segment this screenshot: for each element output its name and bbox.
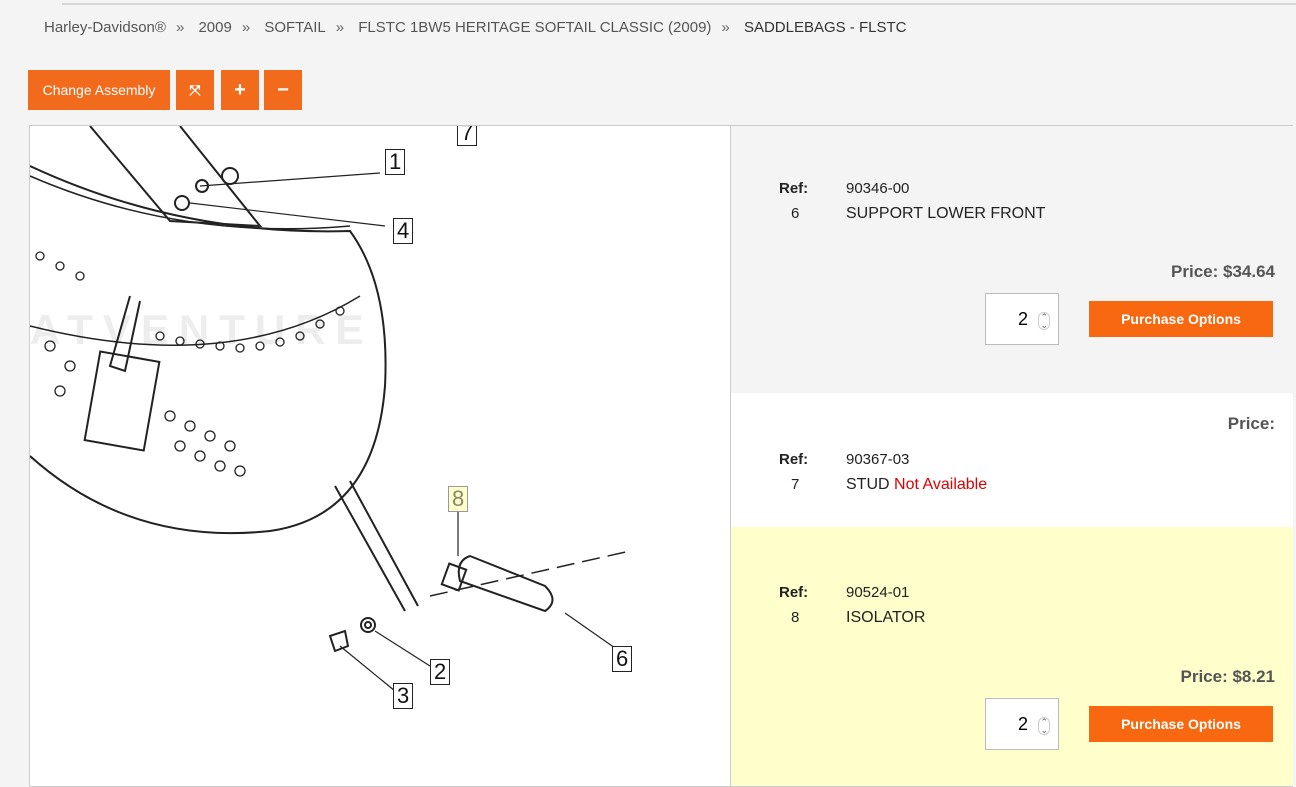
- callout-8[interactable]: 8: [448, 486, 469, 512]
- quantity-stepper[interactable]: 2 ⌃⌄: [985, 698, 1059, 750]
- availability-status: Not Available: [894, 476, 988, 493]
- purchase-options-button[interactable]: Purchase Options: [1089, 301, 1273, 337]
- breadcrumb-family[interactable]: SOFTAIL: [264, 19, 326, 36]
- breadcrumb-separator: »: [335, 19, 345, 36]
- quantity-value: 2: [1017, 713, 1028, 734]
- ref-number: 6: [791, 205, 800, 222]
- zoom-out-button[interactable]: −: [264, 70, 302, 110]
- part-description: ISOLATOR: [846, 609, 926, 626]
- purchase-options-button[interactable]: Purchase Options: [1089, 706, 1273, 742]
- saddlebag-illustration: [30, 126, 631, 692]
- part-description: STUD: [846, 476, 890, 493]
- breadcrumb-current: SADDLEBAGS - FLSTC: [743, 19, 907, 36]
- callout-3[interactable]: 3: [393, 683, 414, 709]
- part-number[interactable]: 90524-01: [846, 584, 910, 601]
- breadcrumb-year[interactable]: 2009: [198, 19, 232, 36]
- assembly-panel: ATVENTURE .co{position:absolute;backgrou…: [29, 125, 1293, 787]
- callout-2[interactable]: 2: [430, 659, 451, 685]
- ref-number: 8: [791, 609, 800, 626]
- parts-list: Ref: 6 90346-00 SUPPORT LOWER FRONT Pric…: [730, 126, 1293, 786]
- part-number[interactable]: 90367-03: [846, 451, 910, 468]
- ref-number: 7: [791, 476, 800, 493]
- ref-label: Ref:: [779, 180, 809, 197]
- quantity-stepper[interactable]: 2 ⌃⌄: [985, 293, 1059, 345]
- price: Price: $8.21: [1180, 667, 1275, 686]
- breadcrumb-model[interactable]: FLSTC 1BW5 HERITAGE SOFTAIL CLASSIC (200…: [358, 19, 712, 36]
- ref-label: Ref:: [779, 584, 809, 601]
- zoom-in-button[interactable]: +: [221, 70, 259, 110]
- spinner-icon[interactable]: ⌃⌄: [1038, 312, 1050, 330]
- callout-1[interactable]: 1: [385, 149, 406, 175]
- callout-4[interactable]: 4: [393, 218, 414, 244]
- price: Price:: [1227, 414, 1275, 433]
- parts-diagram[interactable]: ATVENTURE .co{position:absolute;backgrou…: [30, 126, 730, 786]
- top-divider: [62, 3, 1296, 5]
- callout-6[interactable]: 6: [612, 646, 633, 672]
- part-row-highlighted: Ref: 8 90524-01 ISOLATOR Price: $8.21 2 ⌃…: [731, 527, 1293, 786]
- part-number[interactable]: 90346-00: [846, 180, 910, 197]
- breadcrumb-make[interactable]: Harley-Davidson®: [44, 19, 166, 36]
- change-assembly-button[interactable]: Change Assembly: [28, 70, 170, 110]
- breadcrumb-separator: »: [241, 19, 251, 36]
- part-description: SUPPORT LOWER FRONT: [846, 205, 1046, 222]
- fit-screen-button[interactable]: ⤧: [176, 70, 214, 110]
- price: Price: $34.64: [1171, 262, 1275, 281]
- breadcrumb-separator: »: [721, 19, 730, 36]
- quantity-value: 2: [1017, 308, 1028, 329]
- breadcrumb: Harley-Davidson® » 2009 » SOFTAIL » FLSTC 1…: [44, 19, 912, 36]
- spinner-icon[interactable]: ⌃⌄: [1038, 717, 1050, 735]
- ref-label: Ref:: [779, 451, 809, 468]
- watermark: ATVENTURE: [30, 306, 374, 353]
- part-row: Price: Ref: 7 90367-03 STUD Not Availabl…: [731, 393, 1293, 528]
- breadcrumb-separator: »: [175, 19, 185, 36]
- callout-7[interactable]: 7: [457, 126, 478, 146]
- part-row: Ref: 6 90346-00 SUPPORT LOWER FRONT Pric…: [731, 126, 1293, 394]
